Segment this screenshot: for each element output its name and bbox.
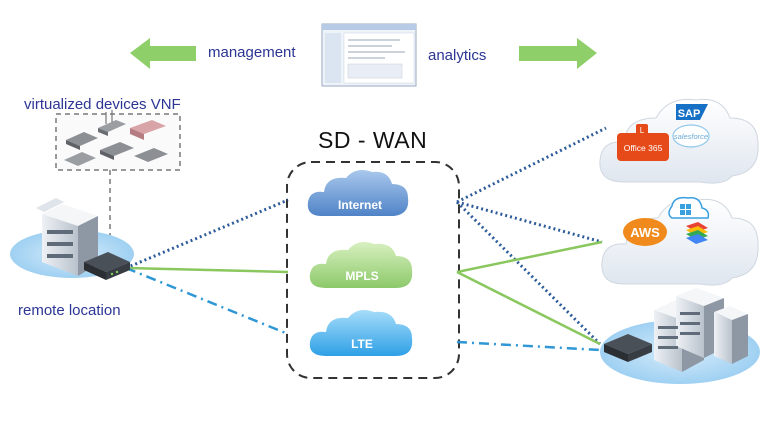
- management-label: management: [208, 44, 296, 61]
- aws-label: AWS: [630, 225, 660, 240]
- salesforce-logo: salesforce: [672, 124, 710, 148]
- router-icon: [84, 252, 130, 280]
- vnf-devices: [64, 110, 168, 166]
- link-remote-mpls: [125, 266, 289, 274]
- link-remote-internet: [125, 198, 289, 270]
- link-mpls-dc: [456, 270, 601, 346]
- building-icon: [654, 288, 748, 372]
- management-console-icon: [321, 23, 417, 87]
- cloud-icon-saas: L Office 365 SAP salesforce: [599, 98, 759, 184]
- analytics-label: analytics: [428, 47, 487, 64]
- remote-location-site: [10, 198, 134, 280]
- transport-label-internet: Internet: [338, 198, 382, 212]
- svg-text:L: L: [640, 126, 645, 135]
- building-icon: [36, 198, 98, 276]
- transport-label-lte: LTE: [351, 337, 373, 351]
- link-internet-saas: [456, 126, 607, 204]
- link-internet-dc: [455, 200, 602, 346]
- sdwan-boundary: [286, 161, 460, 379]
- diagram-title: SD - WAN: [318, 127, 428, 153]
- office365-label: Office 365: [624, 143, 663, 153]
- cloud-icon-internet: [307, 170, 409, 216]
- datacenter-site: [600, 288, 760, 384]
- link-mpls-iaas: [456, 240, 603, 274]
- vnf-label: virtualized devices VNF: [24, 96, 181, 113]
- cloud-icon-lte: [309, 310, 413, 356]
- router-icon: [604, 334, 652, 362]
- link-lte-dc: [456, 340, 601, 352]
- gcp-icon: [686, 222, 708, 244]
- salesforce-label: salesforce: [674, 132, 708, 141]
- cloud-icon-iaas: AWS: [601, 196, 759, 286]
- analytics-arrow: [519, 38, 597, 69]
- aws-logo: AWS: [623, 218, 667, 246]
- management-arrow: [130, 38, 196, 69]
- sap-logo: SAP: [676, 104, 708, 120]
- link-internet-iaas: [456, 200, 603, 244]
- remote-location-label: remote location: [18, 302, 121, 319]
- transport-label-mpls: MPLS: [345, 269, 378, 283]
- link-remote-lte: [125, 266, 289, 336]
- office365-logo: L Office 365: [617, 124, 669, 161]
- cloud-icon-mpls: [309, 242, 413, 288]
- sap-label: SAP: [678, 108, 701, 120]
- windows-icon: [668, 196, 710, 219]
